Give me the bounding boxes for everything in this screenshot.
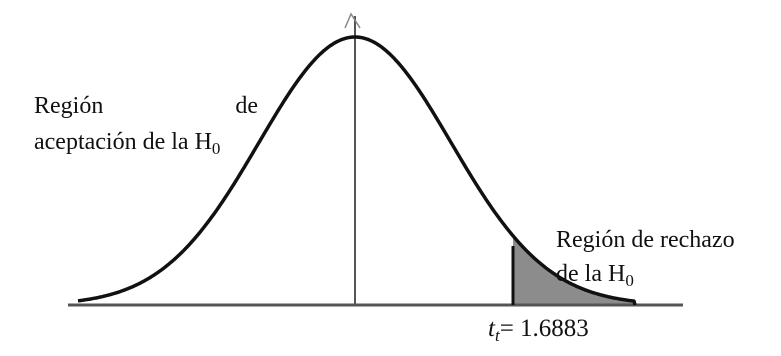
acceptance-label-word1: Región: [34, 93, 104, 119]
rejection-label-text: de la H: [556, 261, 626, 287]
acceptance-label-word2: de: [235, 93, 258, 119]
critical-value-number: = 1.6883: [499, 315, 589, 342]
acceptance-label-subscript: 0: [211, 139, 221, 158]
rejection-region-label-line2: de la H0: [556, 259, 634, 289]
rejection-region-label-line1: Región de rechazo: [556, 227, 735, 253]
acceptance-region-label-line2: aceptación de la H0: [34, 127, 220, 157]
critical-value-symbol: tt: [488, 315, 500, 345]
acceptance-label-text: aceptación de la H: [34, 129, 212, 155]
vertical-axis-arrowhead-icon: [344, 12, 361, 29]
rejection-label-subscript: 0: [625, 271, 634, 290]
critical-value-label: tt= 1.6883: [488, 314, 589, 344]
normal-curve: [77, 35, 637, 306]
critical-value-symbol-subscript: t: [494, 326, 500, 345]
rejection-region-shading: [513, 235, 635, 305]
acceptance-region-label-line1: Región de: [34, 91, 258, 121]
